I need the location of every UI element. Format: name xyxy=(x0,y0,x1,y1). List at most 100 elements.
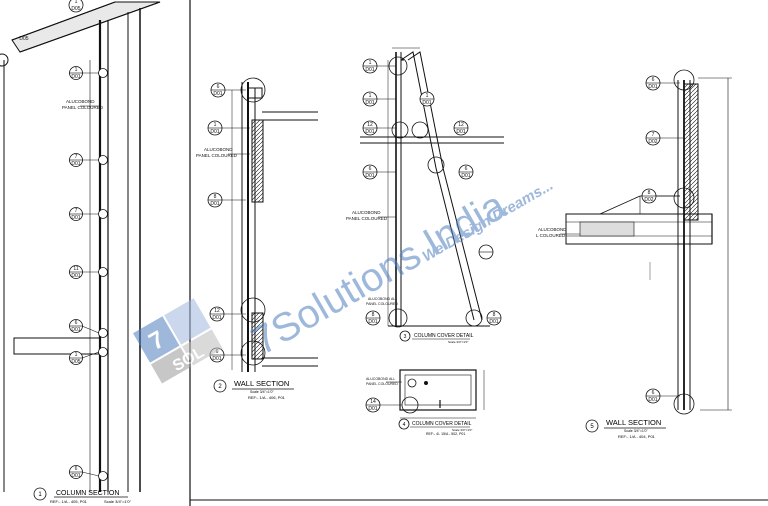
cs-callout-7-num: 1 xyxy=(75,352,78,358)
cs-callout-6-sheet: D01 xyxy=(71,327,80,333)
cs-callout-0-sheet: D05 xyxy=(71,6,80,12)
cc3-callout-8-num: 8 xyxy=(493,312,496,318)
cs-callout-3-num: 7 xyxy=(75,154,78,160)
cc3-callout-8-sheet: D01 xyxy=(489,319,498,325)
cs-ref: REF:- 1/A - 405, P01 xyxy=(50,499,88,504)
cs-callout-4-sheet: D01 xyxy=(71,215,80,221)
cs-callout-7-sheet: D05 xyxy=(71,359,80,365)
column-section-leaders xyxy=(69,72,100,477)
cs-scale: Scale 3/4"=1'0" xyxy=(104,499,132,504)
cs-callout-8-sheet: D01 xyxy=(71,473,80,479)
cc4-callout-0-sheet: D01 xyxy=(368,406,377,412)
ws5-callout-1-sheet: D02 xyxy=(648,139,657,145)
ws5-callout-2-num: 8 xyxy=(648,190,651,196)
ws2-title: WALL SECTION xyxy=(234,379,289,388)
watermark: 7 SOL 7Solutions India We Design Dreams.… xyxy=(133,177,556,384)
cc3-callout-6-sheet: D01 xyxy=(422,100,431,106)
column-cover-3-drawing xyxy=(360,47,504,328)
ws5-callout-0-sheet: D01 xyxy=(648,84,657,90)
cc3-title-num: 3 xyxy=(404,334,407,340)
ws2-callout-2-num: 8 xyxy=(214,194,217,200)
ws2-callout-1-sheet: D01 xyxy=(210,129,219,135)
ws2-title-marker xyxy=(213,379,227,393)
column-cover-4-drawing xyxy=(399,369,485,419)
cc3-callout-5-num: 6 xyxy=(465,166,468,172)
ws2-title-num: 2 xyxy=(218,384,222,390)
cs-callout-0-num: 1 xyxy=(75,0,78,5)
ws2-note-line2: PANEL COLOURED xyxy=(196,153,238,158)
cs-callout-1-sheet: D05 xyxy=(19,36,28,42)
cc3-callout-0-sheet: D01 xyxy=(365,67,374,73)
cc3-callout-7-sheet: D01 xyxy=(368,319,377,325)
ws5-ref: REF:- 1/A - 404, P01 xyxy=(618,434,656,439)
cc3-note2-line2: PANEL COLOURED xyxy=(366,302,398,306)
ws2-callout-1-num: 1 xyxy=(214,122,217,128)
ws5-title: WALL SECTION xyxy=(606,418,661,427)
cc3-callout-1-num: 1 xyxy=(369,93,372,99)
wall-section-2-drawing xyxy=(231,77,318,372)
cc3-callout-4-num: 6 xyxy=(369,166,372,172)
cc3-note-line2: PANEL COLOURED xyxy=(346,216,388,221)
ws5-title-marker xyxy=(585,419,599,433)
ws5-title-num: 5 xyxy=(590,424,594,430)
wall-section-5-drawing xyxy=(565,69,732,415)
ws5-callout-0-num: 6 xyxy=(652,77,655,83)
ws2-ref: REF:- 1/A - 406, P01 xyxy=(248,395,286,400)
cs-callout-6-num: 6 xyxy=(75,320,78,326)
cc3-note-line1: ALUCOBOND xyxy=(352,210,381,215)
cs-title-marker xyxy=(33,487,47,501)
cc3-callout-4-sheet: D01 xyxy=(365,173,374,179)
ws2-callout-3-num: 12 xyxy=(214,308,220,314)
cc3-callout-3-num: 12 xyxy=(458,122,464,128)
cs-callout-2-num: 1 xyxy=(75,67,78,73)
cs-callout-8-num: 6 xyxy=(75,466,78,472)
cc3-callout-3-sheet: D01 xyxy=(456,129,465,135)
cc4-title-marker xyxy=(398,418,410,430)
ws5-callout-1-num: 7 xyxy=(652,132,655,138)
cc4-note-line2: PANEL COLOURED xyxy=(366,382,398,386)
ws5-note-line2: L COLOURED xyxy=(536,233,566,238)
ws5-callout-3-num: 6 xyxy=(652,390,655,396)
ws5-scale: Scale 3/4"=1'0" xyxy=(624,429,648,433)
cs-title-num: 1 xyxy=(38,492,42,498)
cs-callout-2-sheet: D01 xyxy=(71,74,80,80)
cc4-callout-0-num: 14 xyxy=(370,399,376,405)
cc4-note-line1: ALUCOBOND ALL xyxy=(366,377,395,381)
cs-note-line2: PANEL COLOURED xyxy=(62,105,104,110)
cc3-callout-6-num: 1 xyxy=(426,93,429,99)
ws2-scale: Scale 3/4"=1'0" xyxy=(250,390,274,394)
ws2-callout-4-sheet: D01 xyxy=(212,356,221,362)
watermark-logo: 7 SOL xyxy=(133,298,223,384)
cc3-scale: Scale 3/4"=1'0" xyxy=(448,340,468,344)
ws2-callout-2-sheet: D01 xyxy=(210,201,219,207)
wall-section-5-callouts xyxy=(641,75,661,404)
cc3-callout-0-num: 1 xyxy=(369,60,372,66)
cc4-title-num: 4 xyxy=(403,422,406,428)
cc3-callout-7-num: 8 xyxy=(372,312,375,318)
cs-callout-5-num: 11 xyxy=(73,266,78,272)
cc3-title: COLUMN COVER DETAIL xyxy=(414,333,474,339)
column-section-drawing xyxy=(0,1,161,492)
cc3-callout-2-sheet: D01 xyxy=(365,129,374,135)
cc4-scale: Scale 3/4"=1'0" xyxy=(452,428,472,432)
ws2-callout-0-num: 6 xyxy=(217,84,220,90)
ws2-callout-4-num: 6 xyxy=(216,349,219,355)
cc3-title-marker xyxy=(399,330,411,342)
ws5-callout-2-sheet: D02 xyxy=(644,197,653,203)
cs-callout-5-sheet: D01 xyxy=(71,273,80,279)
cs-note-line1: ALUCOBOND xyxy=(66,99,95,104)
cs-callout-4-num: 7 xyxy=(75,208,78,214)
cc3-callout-1-sheet: D01 xyxy=(365,100,374,106)
cs-callout-3-sheet: D01 xyxy=(71,161,80,167)
cc3-callout-2-num: 12 xyxy=(367,122,373,128)
ws2-note-line1: ALUCOBOND xyxy=(204,147,233,152)
cc3-note2-line1: ALUCOBOND ALL xyxy=(368,297,397,301)
ws2-callout-0-sheet: D01 xyxy=(213,91,222,97)
ws5-note-line1: ALUCOBOND xyxy=(538,227,567,232)
cs-title: COLUMN SECTION xyxy=(56,490,119,497)
ws2-callout-3-sheet: D01 xyxy=(212,315,221,321)
cc3-callout-5-sheet: D01 xyxy=(461,173,470,179)
cc4-title: COLUMN COVER DETAIL xyxy=(412,421,472,427)
